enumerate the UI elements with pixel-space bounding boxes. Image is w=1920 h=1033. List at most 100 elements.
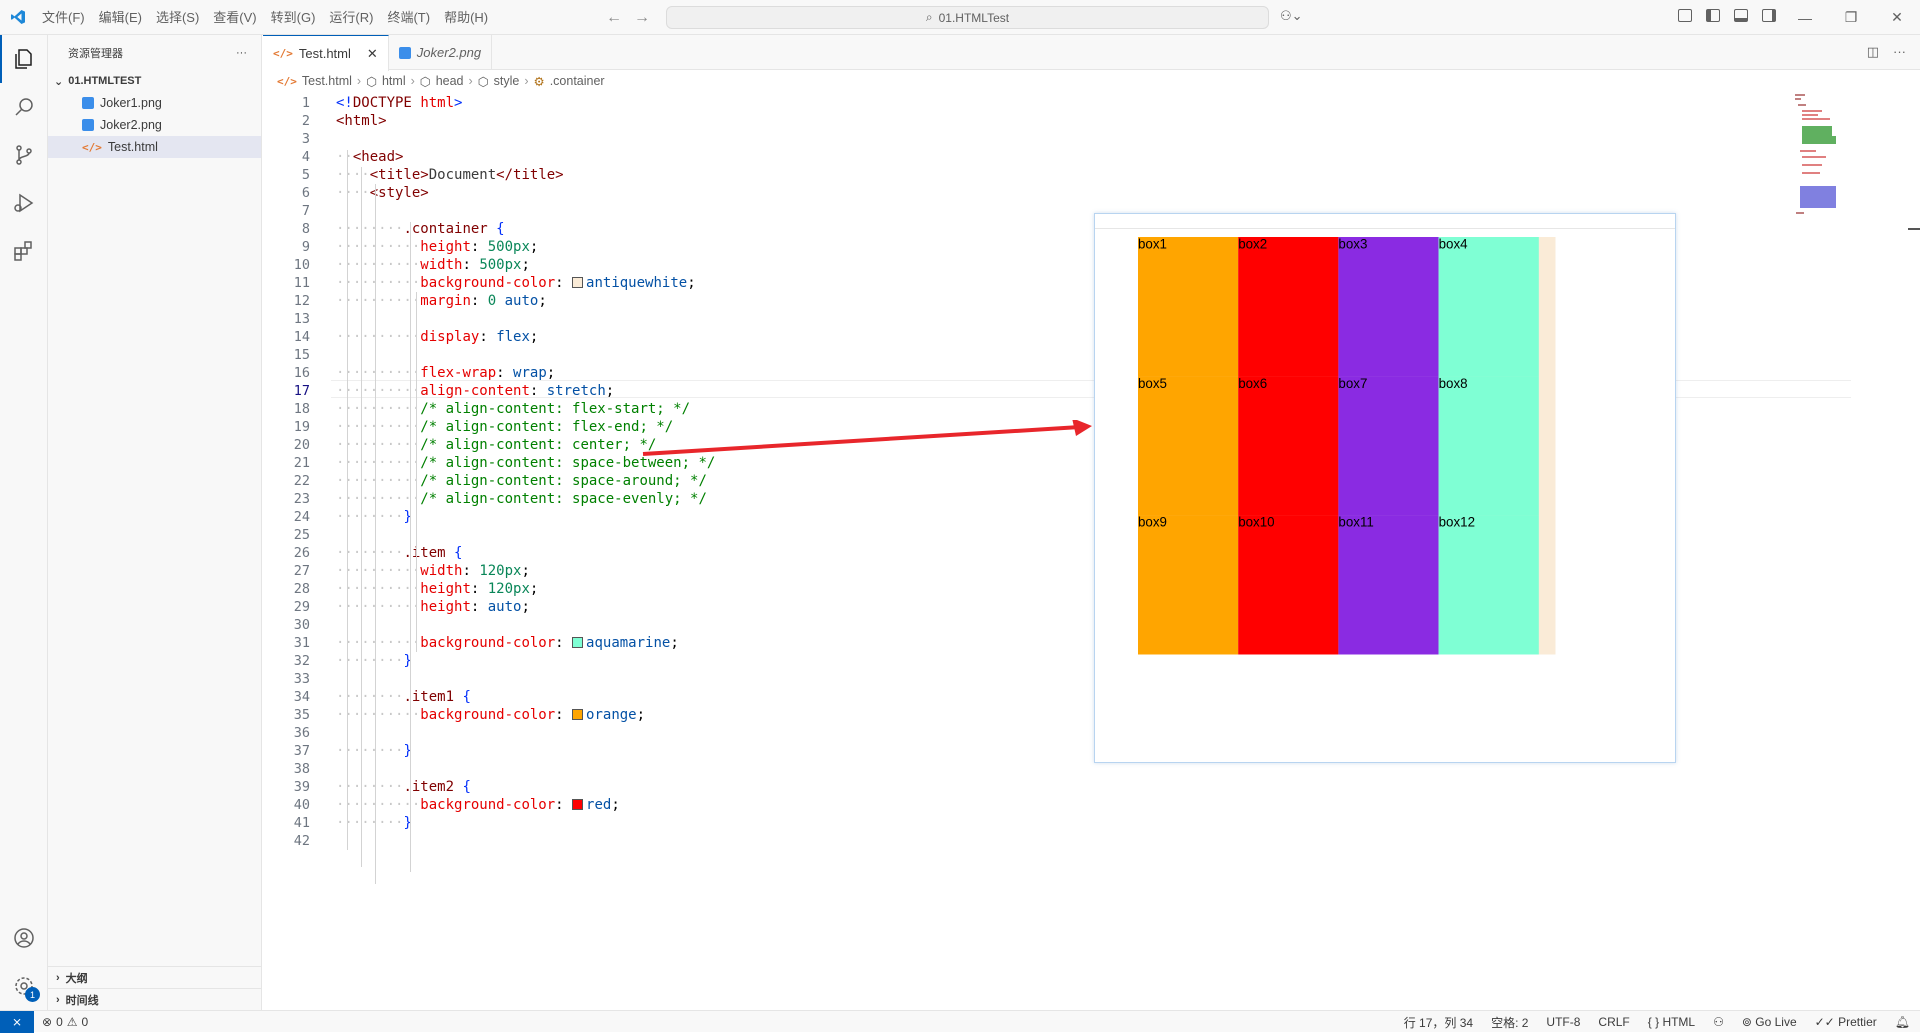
code-line[interactable]: 14··········display: flex; — [263, 326, 1783, 348]
minimize-icon[interactable]: — — [1798, 9, 1812, 26]
forward-arrow-icon[interactable]: → — [634, 9, 650, 26]
code-line[interactable]: 40··········background-color: red; — [263, 794, 1783, 816]
code-line[interactable]: 15 — [263, 344, 1783, 366]
file-item-joker2[interactable]: Joker2.png — [48, 114, 261, 136]
command-center-search[interactable]: ⌕ 01.HTMLTest — [666, 6, 1269, 29]
code-line[interactable]: 2<html> — [263, 110, 1783, 132]
run-debug-icon[interactable] — [0, 179, 48, 227]
copilot-status-icon[interactable]: ⚇ — [1713, 1015, 1724, 1029]
breadcrumb-item[interactable]: Test.html — [301, 74, 352, 88]
encoding[interactable]: UTF-8 — [1546, 1015, 1581, 1029]
go-live-button[interactable]: ⊚ Go Live — [1741, 1015, 1797, 1029]
code-line[interactable]: 17··········align-content: stretch; — [263, 380, 1783, 402]
breadcrumb-item[interactable]: head — [435, 74, 464, 88]
code-line[interactable]: 37········} — [263, 740, 1783, 762]
code-line[interactable]: 24········} — [263, 506, 1783, 528]
code-line[interactable]: 35··········background-color: orange; — [263, 704, 1783, 726]
back-arrow-icon[interactable]: ← — [606, 9, 622, 26]
error-icon[interactable]: ⊗ — [42, 1014, 53, 1029]
breadcrumb-item[interactable]: html — [381, 74, 406, 88]
code-line[interactable]: 19··········/* align-content: flex-end; … — [263, 416, 1783, 438]
language-mode[interactable]: { } HTML — [1647, 1015, 1696, 1029]
code-line[interactable]: 3 — [263, 128, 1783, 150]
code-line[interactable]: 18··········/* align-content: flex-start… — [263, 398, 1783, 420]
code-line[interactable]: 9··········height: 500px; — [263, 236, 1783, 258]
editor-more-icon[interactable]: ··· — [1893, 44, 1906, 59]
menu-selection[interactable]: 选择(S) — [155, 9, 200, 25]
code-line[interactable]: 36 — [263, 722, 1783, 744]
code-line[interactable]: 7 — [263, 200, 1783, 222]
menu-edit[interactable]: 编辑(E) — [98, 9, 142, 25]
outline-section[interactable]: › 大纲 — [48, 966, 262, 988]
copilot-icon[interactable]: ⚇⌄ — [1280, 8, 1303, 23]
toggle-panel-icon[interactable] — [1734, 9, 1748, 22]
scrollbar-indicator[interactable] — [1908, 228, 1920, 230]
prettier-button[interactable]: ✓✓ Prettier — [1814, 1015, 1877, 1029]
restore-icon[interactable]: ❐ — [1844, 9, 1858, 25]
account-icon[interactable] — [0, 914, 48, 962]
end-of-line[interactable]: CRLF — [1598, 1015, 1630, 1029]
search-activity-icon[interactable] — [0, 83, 48, 131]
code-line[interactable]: 38 — [263, 758, 1783, 780]
menu-go[interactable]: 转到(G) — [270, 9, 316, 25]
menu-run[interactable]: 运行(R) — [329, 9, 374, 25]
code-line[interactable]: 32········} — [263, 650, 1783, 672]
workspace-folder[interactable]: ⌄ 01.HTMLTEST — [48, 70, 261, 92]
menu-view[interactable]: 查看(V) — [213, 9, 257, 25]
toggle-secondary-sidebar-icon[interactable] — [1762, 9, 1776, 22]
file-item-test-html[interactable]: </> Test.html — [48, 136, 261, 158]
breadcrumb-item[interactable]: .container — [549, 74, 605, 88]
code-line[interactable]: 29··········height: auto; — [263, 596, 1783, 618]
minimap[interactable] — [1790, 92, 1850, 222]
customize-layout-icon[interactable] — [1678, 9, 1692, 22]
toggle-primary-sidebar-icon[interactable] — [1706, 9, 1720, 22]
close-icon[interactable]: ✕ — [366, 45, 378, 61]
code-line[interactable]: 4··<head> — [263, 146, 1783, 168]
file-item-joker1[interactable]: Joker1.png — [48, 92, 261, 114]
indentation[interactable]: 空格: 2 — [1491, 1015, 1529, 1030]
code-line[interactable]: 16··········flex-wrap: wrap; — [263, 362, 1783, 384]
notifications-bell-icon[interactable]: 🔔︎ — [1894, 1015, 1910, 1029]
error-count[interactable]: 0 — [56, 1014, 63, 1029]
code-line[interactable]: 22··········/* align-content: space-arou… — [263, 470, 1783, 492]
tab-joker2-png[interactable]: Joker2.png — [389, 35, 493, 70]
code-line[interactable]: 28··········height: 120px; — [263, 578, 1783, 600]
code-line[interactable]: 12··········margin: 0 auto; — [263, 290, 1783, 312]
remote-indicator-icon[interactable]: ⨯ — [0, 1010, 34, 1033]
menu-file[interactable]: 文件(F) — [42, 9, 85, 25]
code-line[interactable]: 26········.item { — [263, 542, 1783, 564]
timeline-section[interactable]: › 时间线 — [48, 988, 262, 1010]
menu-terminal[interactable]: 终端(T) — [387, 9, 431, 25]
code-line[interactable]: 41········} — [263, 812, 1783, 834]
code-line[interactable]: 11··········background-color: antiquewhi… — [263, 272, 1783, 294]
line-number: 1 — [301, 95, 310, 111]
explorer-icon[interactable] — [0, 35, 48, 83]
code-line[interactable]: 27··········width: 120px; — [263, 560, 1783, 582]
tab-test-html[interactable]: </> Test.html ✕ — [263, 35, 389, 71]
code-line[interactable]: 25 — [263, 524, 1783, 546]
extensions-icon[interactable] — [0, 227, 48, 275]
warning-icon[interactable]: ⚠ — [66, 1014, 78, 1029]
code-line[interactable]: 33 — [263, 668, 1783, 690]
code-line[interactable]: 23··········/* align-content: space-even… — [263, 488, 1783, 510]
breadcrumb-item[interactable]: style — [493, 74, 520, 88]
code-line[interactable]: 1<!DOCTYPE html> — [263, 92, 1783, 114]
split-editor-icon[interactable]: ◫ — [1866, 44, 1879, 59]
code-line[interactable]: 39········.item2 { — [263, 776, 1783, 798]
code-line[interactable]: 21··········/* align-content: space-betw… — [263, 452, 1783, 474]
code-line[interactable]: 31··········background-color: aquamarine… — [263, 632, 1783, 654]
code-line[interactable]: 42 — [263, 830, 1783, 852]
manage-gear-icon[interactable]: 1 — [0, 962, 48, 1010]
menu-help[interactable]: 帮助(H) — [444, 9, 489, 25]
code-line[interactable]: 8········.container { — [263, 218, 1783, 240]
close-window-icon[interactable]: ✕ — [1891, 9, 1903, 25]
code-line[interactable]: 20··········/* align-content: center; */ — [263, 434, 1783, 456]
cursor-position[interactable]: 行 17，列 34 — [1403, 1015, 1474, 1030]
code-line[interactable]: 10··········width: 500px; — [263, 254, 1783, 276]
warning-count[interactable]: 0 — [81, 1014, 89, 1029]
more-actions-icon[interactable]: ··· — [236, 46, 247, 59]
code-line[interactable]: 30 — [263, 614, 1783, 636]
code-line[interactable]: 13 — [263, 308, 1783, 330]
source-control-icon[interactable] — [0, 131, 48, 179]
code-line[interactable]: 34········.item1 { — [263, 686, 1783, 708]
